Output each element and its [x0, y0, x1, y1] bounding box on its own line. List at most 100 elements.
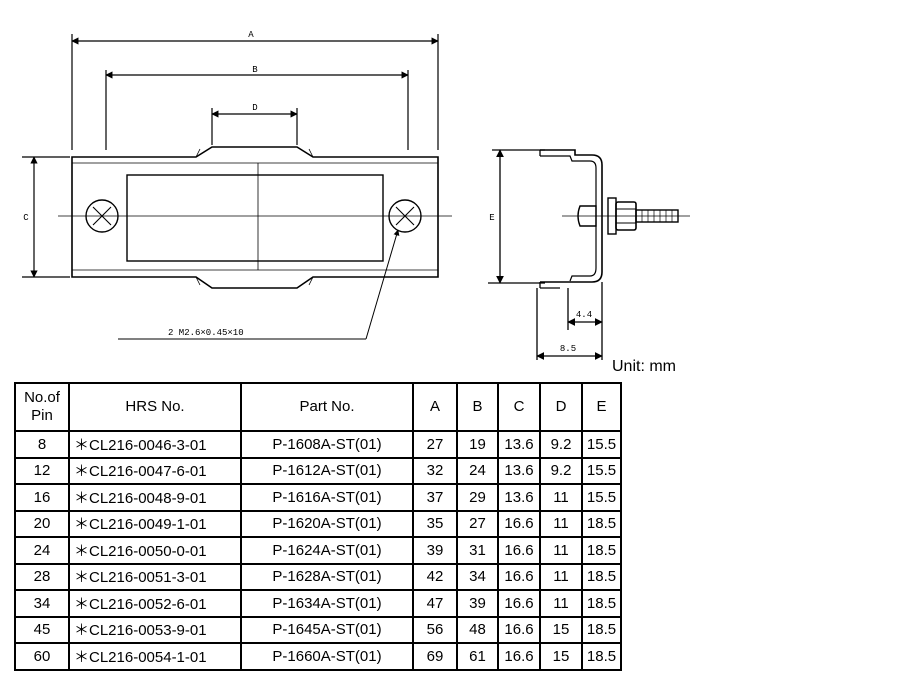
cell-e: 15.5 — [581, 483, 622, 512]
cell-d: 15 — [539, 642, 583, 671]
cell-d: 11 — [539, 483, 583, 512]
technical-drawing: A B D C 2 M2.6×0.45×10 E 4.4 8.5 — [22, 30, 690, 360]
cell-e: 18.5 — [581, 589, 622, 618]
screw-left-icon — [85, 199, 119, 233]
table-header-row: No.of Pin HRS No. Part No. A B C D E — [14, 382, 622, 432]
cell-pin: 45 — [14, 615, 70, 644]
cell-part-no: P-1620A-ST(01) — [240, 509, 414, 538]
header-d: D — [539, 382, 583, 432]
cell-pin: 34 — [14, 589, 70, 618]
cell-pin: 16 — [14, 483, 70, 512]
cell-hrs-no: ＊CL216-0049-1-01 — [68, 509, 242, 538]
cell-d: 11 — [539, 536, 583, 565]
cell-c: 13.6 — [497, 430, 541, 459]
cell-hrs-no: ＊CL216-0047-6-01 — [68, 456, 242, 485]
connector-window — [126, 174, 384, 262]
cell-a: 69 — [412, 642, 458, 671]
cell-a: 47 — [412, 589, 458, 618]
cell-e: 18.5 — [581, 615, 622, 644]
cell-d: 9.2 — [539, 430, 583, 459]
header-no-of-pin: No.of Pin — [14, 382, 70, 432]
header-part-no: Part No. — [240, 382, 414, 432]
cell-b: 48 — [456, 615, 499, 644]
cell-b: 19 — [456, 430, 499, 459]
cell-b: 61 — [456, 642, 499, 671]
header-b: B — [456, 382, 499, 432]
cell-a: 39 — [412, 536, 458, 565]
dim-8-5-label: 8.5 — [560, 344, 576, 354]
cell-part-no: P-1616A-ST(01) — [240, 483, 414, 512]
cell-e: 18.5 — [581, 536, 622, 565]
dim-d-label: D — [252, 103, 257, 113]
cell-c: 16.6 — [497, 536, 541, 565]
cell-b: 31 — [456, 536, 499, 565]
cell-d: 15 — [539, 615, 583, 644]
cell-b: 24 — [456, 456, 499, 485]
cell-a: 56 — [412, 615, 458, 644]
cell-c: 16.6 — [497, 509, 541, 538]
cell-a: 32 — [412, 456, 458, 485]
header-hrs-no: HRS No. — [68, 382, 242, 432]
cell-part-no: P-1628A-ST(01) — [240, 562, 414, 591]
cell-hrs-no: ＊CL216-0048-9-01 — [68, 483, 242, 512]
cell-e: 18.5 — [581, 642, 622, 671]
cell-part-no: P-1612A-ST(01) — [240, 456, 414, 485]
cell-a: 35 — [412, 509, 458, 538]
cell-d: 11 — [539, 589, 583, 618]
spec-table: No.of Pin HRS No. Part No. A B C D E 8＊C… — [14, 382, 622, 671]
cell-b: 27 — [456, 509, 499, 538]
cell-c: 16.6 — [497, 615, 541, 644]
cell-c: 16.6 — [497, 562, 541, 591]
cell-b: 34 — [456, 562, 499, 591]
dim-a-label: A — [248, 30, 254, 40]
dim-c-label: C — [23, 213, 29, 223]
cell-part-no: P-1645A-ST(01) — [240, 615, 414, 644]
dim-e-label: E — [489, 213, 494, 223]
cell-a: 42 — [412, 562, 458, 591]
cell-pin: 8 — [14, 430, 70, 459]
cell-pin: 20 — [14, 509, 70, 538]
cell-e: 15.5 — [581, 456, 622, 485]
unit-label: Unit: mm — [612, 358, 676, 375]
cell-hrs-no: ＊CL216-0054-1-01 — [68, 642, 242, 671]
cell-b: 29 — [456, 483, 499, 512]
dim-4-4-label: 4.4 — [576, 310, 592, 320]
screw-callout: 2 M2.6×0.45×10 — [168, 328, 244, 338]
cell-e: 18.5 — [581, 509, 622, 538]
cell-d: 11 — [539, 509, 583, 538]
cell-hrs-no: ＊CL216-0053-9-01 — [68, 615, 242, 644]
cell-d: 11 — [539, 562, 583, 591]
cell-c: 16.6 — [497, 642, 541, 671]
screw-right-icon — [388, 199, 422, 233]
cell-c: 13.6 — [497, 483, 541, 512]
cell-e: 15.5 — [581, 430, 622, 459]
cell-hrs-no: ＊CL216-0051-3-01 — [68, 562, 242, 591]
front-view — [22, 34, 452, 340]
cell-part-no: P-1660A-ST(01) — [240, 642, 414, 671]
cell-a: 27 — [412, 430, 458, 459]
header-a: A — [412, 382, 458, 432]
cell-hrs-no: ＊CL216-0050-0-01 — [68, 536, 242, 565]
cell-e: 18.5 — [581, 562, 622, 591]
cell-hrs-no: ＊CL216-0052-6-01 — [68, 589, 242, 618]
cell-d: 9.2 — [539, 456, 583, 485]
header-e: E — [581, 382, 622, 432]
side-view — [488, 149, 690, 360]
cell-part-no: P-1634A-ST(01) — [240, 589, 414, 618]
dim-b-label: B — [252, 65, 258, 75]
cell-part-no: P-1624A-ST(01) — [240, 536, 414, 565]
cell-b: 39 — [456, 589, 499, 618]
cell-c: 16.6 — [497, 589, 541, 618]
cell-pin: 60 — [14, 642, 70, 671]
cell-hrs-no: ＊CL216-0046-3-01 — [68, 430, 242, 459]
cell-c: 13.6 — [497, 456, 541, 485]
